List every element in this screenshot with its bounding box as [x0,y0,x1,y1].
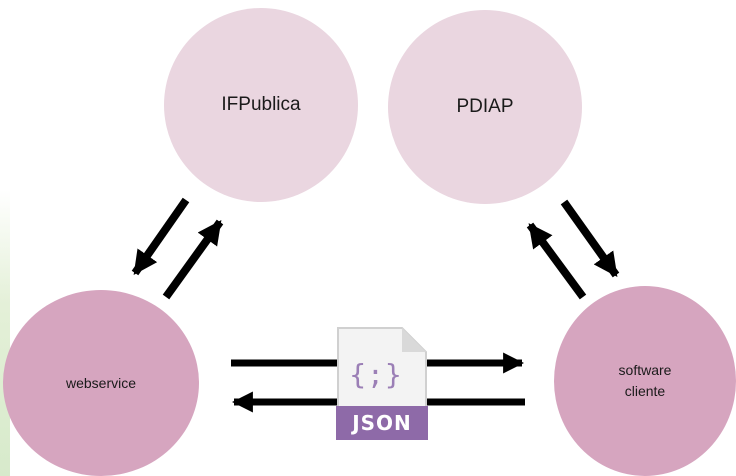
node-pdiap-label: PDIAP [456,96,514,117]
json-file-icon: {;} JSON [336,326,428,440]
json-label: JSON [336,406,428,440]
node-software-cliente: software cliente [554,286,736,476]
node-webservice: webservice [3,290,199,476]
node-ifpublica: IFPublica [164,8,358,202]
arrow-ifpublica-to-webservice [131,197,190,276]
node-software-cliente-label: software cliente [618,362,672,399]
left-edge-gradient [0,190,10,476]
json-braces-glyph: {;} [349,358,403,391]
node-pdiap: PDIAP [388,10,582,204]
arrow-pdiap-to-software [560,199,620,278]
arrow-software-to-pdiap [526,222,587,300]
node-webservice-label: webservice [65,374,137,391]
node-ifpublica-label: IFPublica [221,94,301,115]
arrow-webservice-to-ifpublica [162,219,224,300]
